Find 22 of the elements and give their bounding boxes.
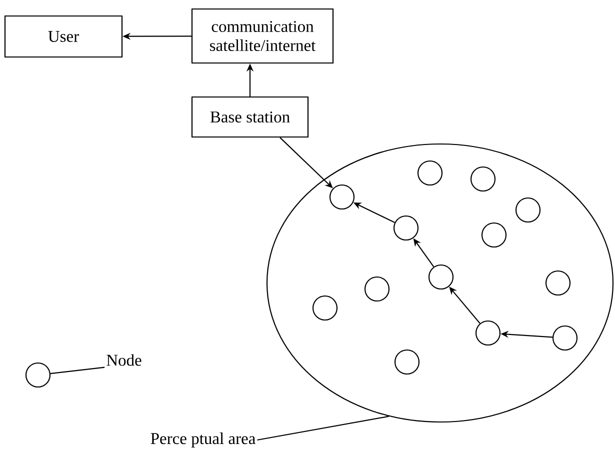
text-box: User bbox=[4, 15, 123, 58]
node-circle bbox=[312, 295, 338, 321]
node-circle bbox=[470, 166, 496, 192]
node-circle bbox=[552, 325, 578, 351]
text-box: communication satellite/internet bbox=[191, 8, 334, 64]
text-box: Base station bbox=[191, 96, 309, 138]
node-circle bbox=[25, 362, 51, 388]
node-circle bbox=[475, 320, 501, 346]
node-circle bbox=[417, 160, 443, 186]
node-circle bbox=[393, 215, 419, 241]
node-circle bbox=[329, 184, 355, 210]
node-circle bbox=[481, 222, 507, 248]
leader-line bbox=[50, 366, 105, 374]
leader-line bbox=[257, 416, 389, 441]
caption-text: Perce ptual area bbox=[150, 432, 256, 448]
node-circle bbox=[515, 197, 541, 223]
area-ellipse bbox=[266, 143, 614, 423]
caption-text: Node bbox=[106, 354, 142, 366]
node-circle bbox=[428, 264, 454, 290]
node-circle bbox=[394, 349, 420, 375]
node-circle bbox=[364, 276, 390, 302]
node-circle bbox=[545, 270, 571, 296]
